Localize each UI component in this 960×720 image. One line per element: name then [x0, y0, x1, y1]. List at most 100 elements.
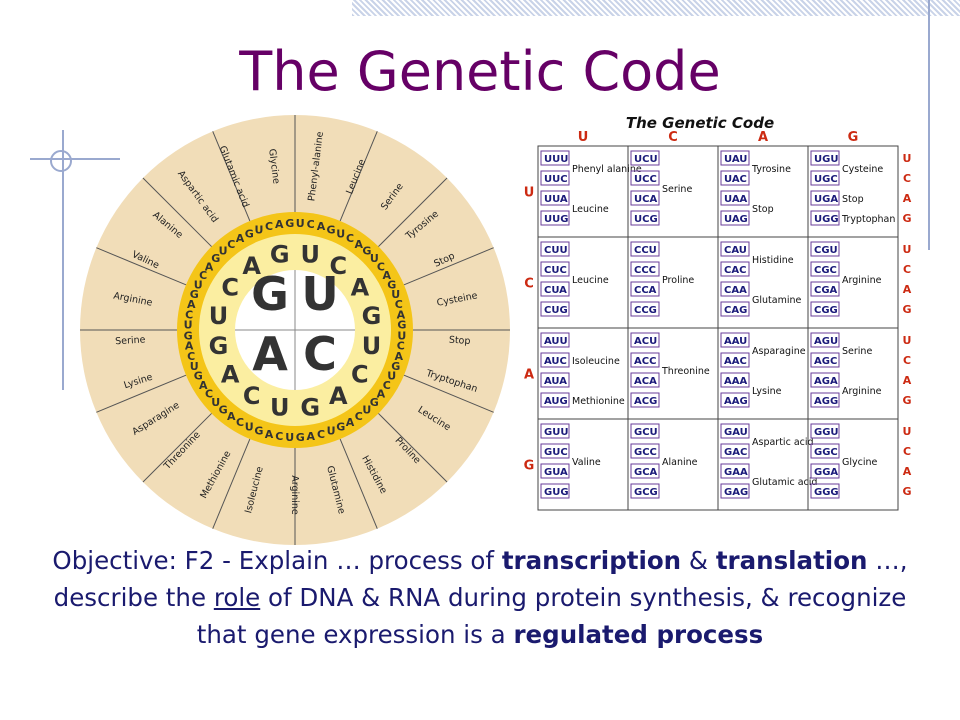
table-third-base: U — [903, 334, 912, 347]
codon-label: UUU — [544, 154, 568, 165]
amino-acid-label: Proline — [662, 275, 694, 286]
table-third-base: A — [903, 374, 912, 387]
wheel-third-base: A — [275, 218, 284, 231]
codon-box — [810, 150, 840, 166]
codon-label: AGG — [814, 396, 838, 407]
wheel-third-base: C — [317, 428, 325, 441]
codon-box — [720, 281, 750, 297]
wheel-center-base: C — [303, 327, 337, 381]
wheel-third-base: C — [236, 416, 244, 429]
codon-label: CAU — [724, 245, 747, 256]
table-column-header: G — [848, 130, 859, 145]
codon-box — [630, 150, 660, 166]
codon-box — [720, 170, 750, 186]
wheel-second-base: C — [221, 274, 239, 302]
codon-label: AUU — [544, 336, 568, 347]
codon-box — [540, 281, 570, 297]
codon-box — [810, 332, 840, 348]
table-third-base: U — [903, 243, 912, 256]
codon-label: GCA — [634, 467, 658, 478]
codon-box — [630, 210, 660, 226]
objective-part2: & — [681, 546, 716, 575]
wheel-divider — [142, 177, 212, 247]
codon-box — [630, 352, 660, 368]
codon-label: GAU — [724, 427, 748, 438]
codon-label: AGC — [814, 356, 837, 367]
wheel-third-base: C — [395, 298, 403, 311]
table-third-base: G — [902, 212, 911, 225]
decor-horizontal-line — [30, 158, 120, 160]
wheel-amino-acid-label: Arginine — [289, 475, 300, 515]
wheel-center-base: G — [251, 267, 289, 321]
wheel-third-base: U — [397, 329, 406, 342]
table-row-header: G — [524, 459, 535, 474]
codon-label: GCC — [634, 447, 657, 458]
codon-box — [630, 332, 660, 348]
codon-label: UGC — [814, 174, 838, 185]
wheel-third-base: C — [346, 232, 354, 245]
codon-box — [720, 483, 750, 499]
wheel-divider — [339, 131, 378, 222]
codon-box — [540, 261, 570, 277]
wheel-amino-acid-label: Glycine — [266, 148, 281, 185]
codon-label: UGA — [814, 194, 838, 205]
wheel-second-base: G — [270, 240, 290, 268]
wheel-third-base: U — [194, 278, 203, 291]
wheel-third-base: G — [254, 425, 263, 438]
codon-box — [810, 483, 840, 499]
wheel-third-base: U — [184, 319, 193, 332]
wheel-third-base: U — [362, 403, 371, 416]
wheel-third-base: A — [227, 410, 236, 423]
codon-label: GUU — [544, 427, 568, 438]
amino-acid-label: Stop — [752, 204, 774, 215]
wheel-third-base: U — [285, 431, 294, 444]
wheel-divider — [403, 374, 494, 413]
codon-label: UAU — [724, 154, 747, 165]
codon-label: GCG — [634, 487, 658, 498]
codon-label: GAG — [724, 487, 748, 498]
wheel-third-base: A — [265, 428, 274, 441]
codon-label: AGU — [814, 336, 838, 347]
wheel-third-base: U — [336, 227, 345, 240]
codon-box — [720, 463, 750, 479]
codon-label: UUC — [544, 174, 568, 185]
wheel-third-base: U — [327, 425, 336, 438]
codon-box — [540, 332, 570, 348]
wheel-third-base: A — [199, 379, 208, 392]
wheel-third-base: G — [391, 360, 400, 373]
wheel-third-base: U — [211, 396, 220, 409]
wheel-divider — [378, 177, 448, 247]
codon-box — [540, 190, 570, 206]
amino-acid-label: Threonine — [661, 366, 710, 377]
codon-label: AAA — [724, 376, 747, 387]
wheel-third-base: A — [306, 430, 315, 443]
codon-box — [540, 423, 570, 439]
amino-acid-label: Leucine — [572, 204, 609, 215]
codon-label: CCC — [634, 265, 656, 276]
codon-box — [810, 241, 840, 257]
table-third-base: G — [902, 303, 911, 316]
decor-vertical-line-left — [62, 130, 64, 390]
codon-box — [810, 210, 840, 226]
wheel-center-base: U — [301, 267, 338, 321]
codon-box — [540, 150, 570, 166]
wheel-third-base: U — [245, 421, 254, 434]
codon-label: UCG — [634, 214, 658, 225]
wheel-second-base: A — [221, 360, 240, 388]
objective-transcription: transcription — [501, 546, 682, 575]
amino-acid-label: Arginine — [842, 275, 882, 286]
codon-box — [810, 170, 840, 186]
wheel-third-base: G — [362, 245, 371, 258]
codon-box — [540, 170, 570, 186]
codon-label: ACU — [634, 336, 657, 347]
wheel-divider — [96, 247, 187, 286]
codon-label: AUC — [544, 356, 567, 367]
codon-box — [630, 463, 660, 479]
codon-label: GAA — [724, 467, 748, 478]
table-third-base: A — [903, 283, 912, 296]
wheel-divider — [378, 413, 448, 483]
wheel-third-base: G — [387, 278, 396, 291]
amino-acid-label: Serine — [842, 346, 872, 357]
wheel-third-base: U — [387, 370, 396, 383]
